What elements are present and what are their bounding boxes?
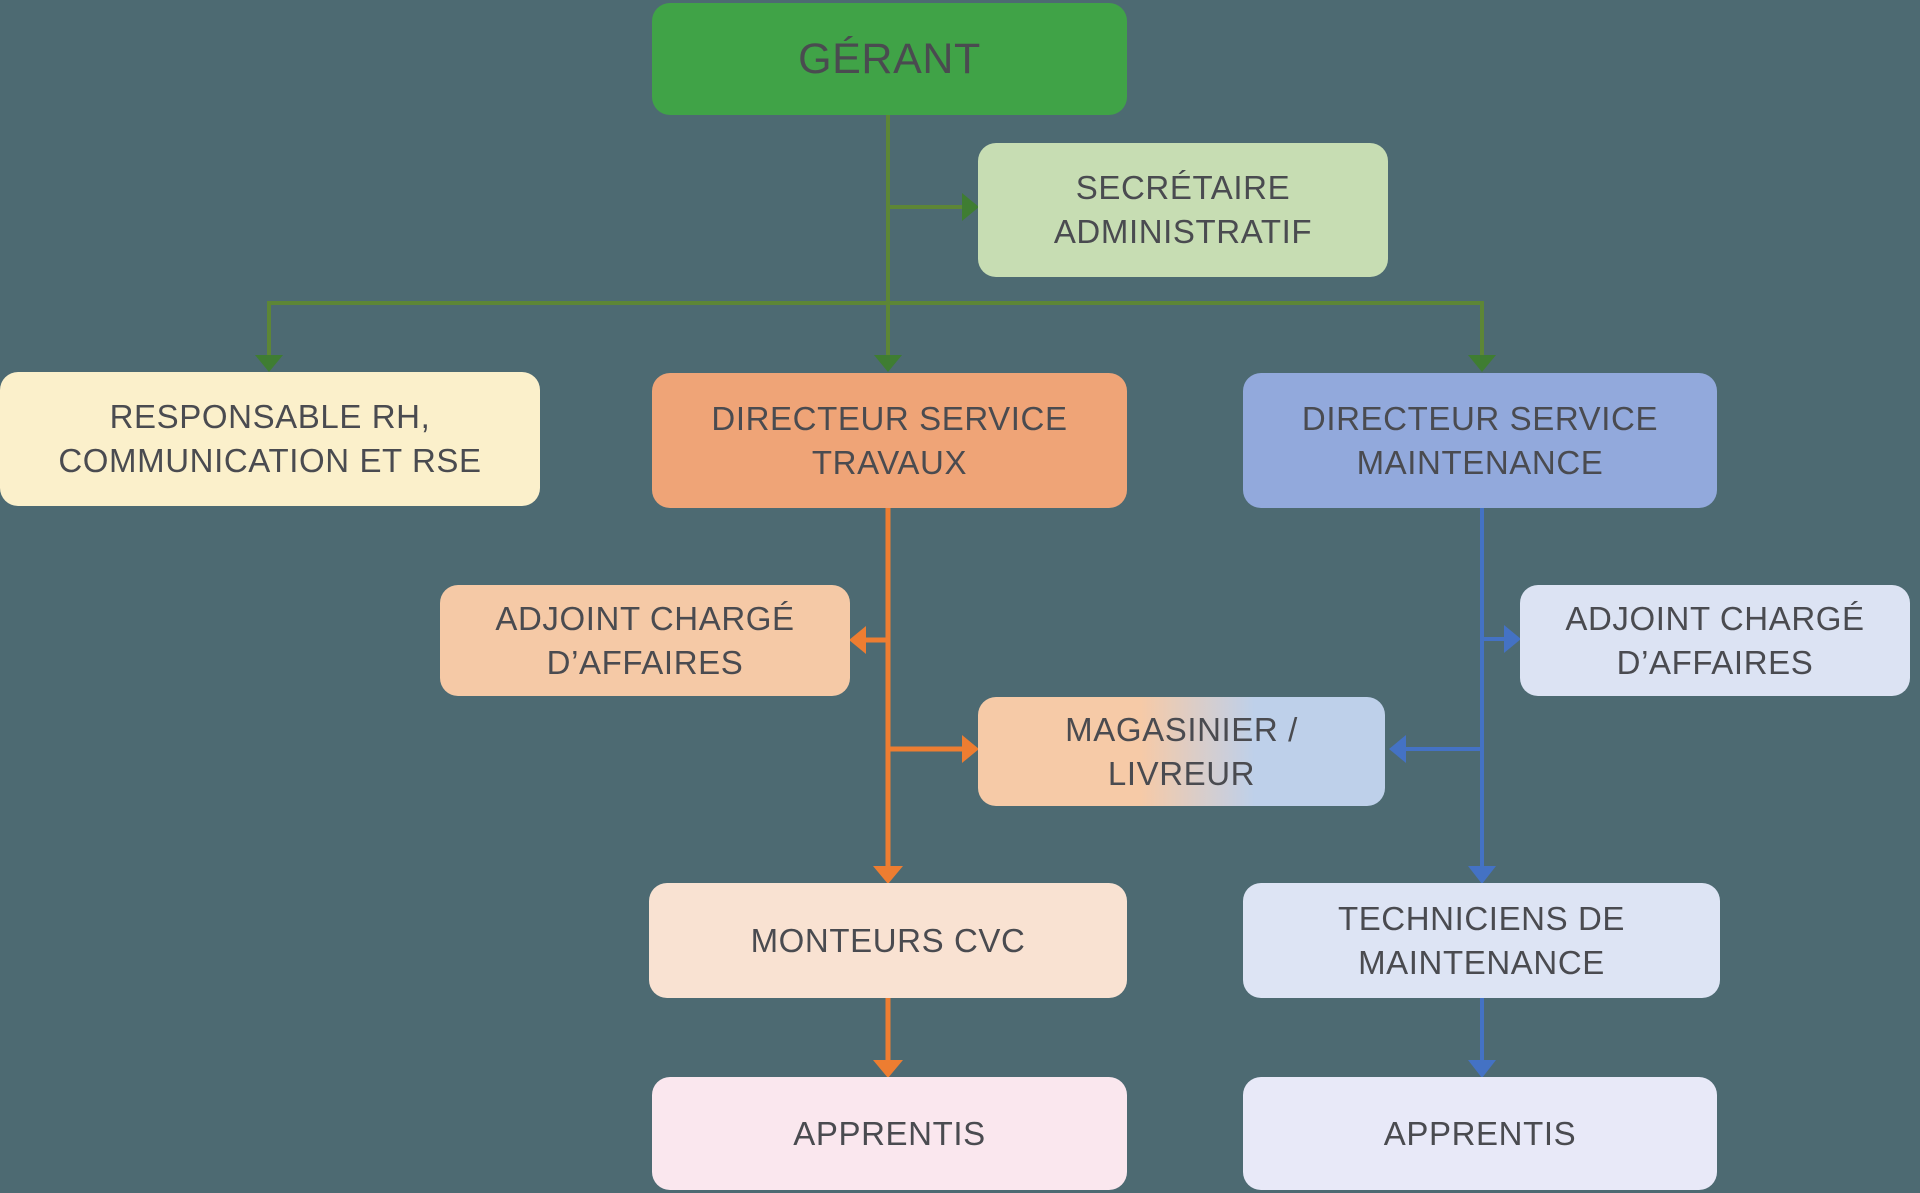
arrowhead-magasinier-left-icon [962,735,979,763]
node-secretaire-administratif-label: SECRÉTAIRE ADMINISTRATIF [1053,169,1313,250]
node-gerant-label: GÉRANT [798,34,981,83]
node-responsable-rh-label: RESPONSABLE RH, COMMUNICATION ET RSE [58,398,482,479]
arrowhead-apprentis-travaux-icon [873,1060,903,1078]
node-magasinier-livreur: MAGASINIER / LIVREUR [978,697,1385,806]
node-magasinier-livreur-label: MAGASINIER / LIVREUR [1065,710,1298,792]
arrowhead-monteurs-icon [873,866,903,884]
arrowhead-rh-icon [255,355,283,372]
node-monteurs-cvc: MONTEURS CVC [649,883,1127,998]
node-gerant: GÉRANT [652,3,1127,115]
node-adjoint-charge-affaires-travaux-label: ADJOINT CHARGÉ D’AFFAIRES [495,599,795,681]
node-apprentis-travaux: APPRENTIS [652,1077,1127,1190]
arrowhead-secretaire-icon [962,193,979,221]
node-techniciens-maintenance: TECHNICIENS DE MAINTENANCE [1243,883,1720,998]
arrowhead-apprentis-maintenance-icon [1468,1060,1496,1078]
arrowhead-adjoint-maintenance-icon [1504,625,1521,653]
node-directeur-service-travaux: DIRECTEUR SERVICE TRAVAUX [652,373,1127,508]
node-monteurs-cvc-label: MONTEURS CVC [750,921,1026,959]
node-apprentis-maintenance: APPRENTIS [1243,1077,1717,1190]
arrowhead-directeur-maintenance-icon [1468,355,1496,372]
node-secretaire-administratif: SECRÉTAIRE ADMINISTRATIF [978,143,1388,277]
node-adjoint-charge-affaires-travaux: ADJOINT CHARGÉ D’AFFAIRES [440,585,850,696]
node-directeur-service-maintenance-label: DIRECTEUR SERVICE MAINTENANCE [1301,399,1659,481]
node-apprentis-travaux-label: APPRENTIS [793,1114,986,1152]
arrowhead-adjoint-travaux-icon [849,626,866,654]
node-directeur-service-maintenance: DIRECTEUR SERVICE MAINTENANCE [1243,373,1717,508]
node-techniciens-maintenance-label: TECHNICIENS DE MAINTENANCE [1337,899,1626,981]
node-directeur-service-travaux-label: DIRECTEUR SERVICE TRAVAUX [711,399,1068,481]
arrowhead-directeur-travaux-icon [874,355,902,372]
arrowhead-techniciens-icon [1468,866,1496,884]
node-adjoint-charge-affaires-maintenance: ADJOINT CHARGÉ D’AFFAIRES [1520,585,1910,696]
arrowhead-magasinier-right-icon [1389,735,1406,763]
node-responsable-rh: RESPONSABLE RH, COMMUNICATION ET RSE [0,372,540,506]
node-adjoint-charge-affaires-maintenance-label: ADJOINT CHARGÉ D’AFFAIRES [1565,599,1865,681]
node-apprentis-maintenance-label: APPRENTIS [1383,1114,1577,1152]
